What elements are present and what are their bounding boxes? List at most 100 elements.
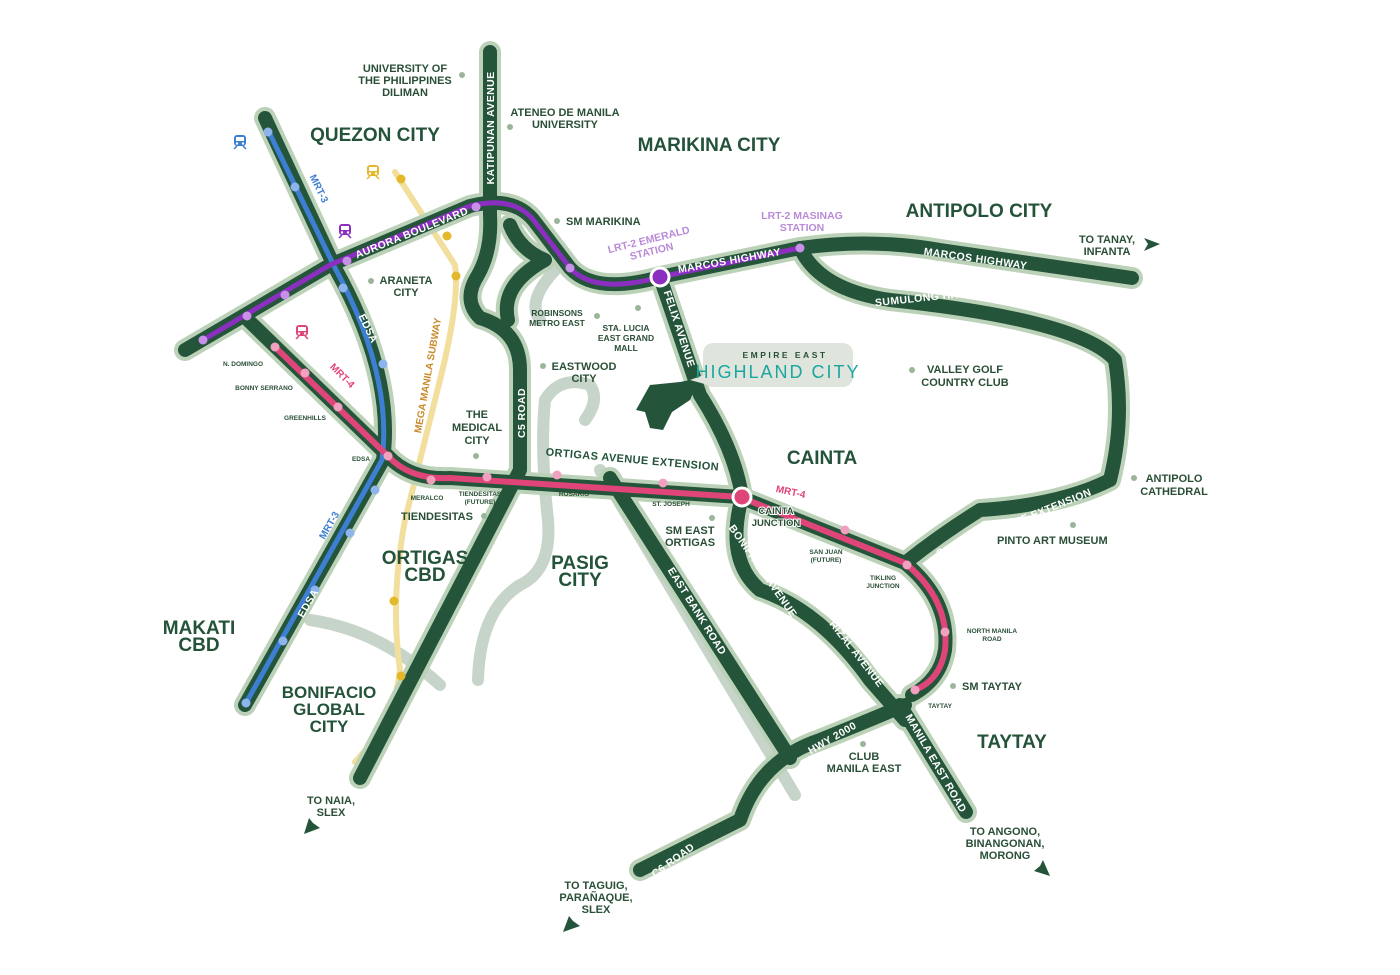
svg-text:AURORA BOULEVARD: AURORA BOULEVARD (354, 205, 470, 261)
direction-labels: TO TANAY,INFANTA TO NAIA,SLEX TO ANGONO,… (304, 234, 1160, 932)
lrt2-station-dot (795, 243, 805, 253)
highland-city-site (636, 378, 700, 430)
svg-text:ST. JOSEPH: ST. JOSEPH (652, 501, 690, 508)
svg-text:EAST BANK ROAD: EAST BANK ROAD (665, 566, 729, 658)
subway-station-dot (389, 596, 399, 606)
mrt4-station-dot (426, 475, 436, 485)
svg-text:EDSA: EDSA (352, 456, 370, 463)
mrt4-station-dot (300, 368, 310, 378)
lrt2-station-dot (342, 256, 352, 266)
logo-top-text: EMPIRE EAST (742, 350, 827, 360)
svg-text:TO TAGUIG,PARAÑAQUE,SLEX: TO TAGUIG,PARAÑAQUE,SLEX (559, 880, 632, 916)
lrt2-station-dot (198, 335, 208, 345)
mrt4-station-dot (333, 402, 343, 412)
landmark-pinto: PINTO ART MUSEUM (997, 535, 1108, 547)
city-taytay: TAYTAY (977, 732, 1047, 753)
mrt4-station-dot (940, 627, 950, 637)
arrow-down-left-icon (304, 818, 320, 834)
manila-east-road (893, 698, 973, 819)
hwy2000-c6-road (633, 698, 912, 877)
mrt4-station-dot (482, 472, 492, 482)
mrt3-station-dot (278, 636, 288, 646)
mrt3-station-dot (241, 698, 251, 708)
svg-text:MRT-4: MRT-4 (775, 484, 807, 501)
cainta-junction-marker (731, 486, 753, 508)
subway-station-dot (396, 174, 406, 184)
train-icon (338, 224, 352, 239)
svg-text:TO ANGONO,BINANGONAN,MORONG: TO ANGONO,BINANGONAN,MORONG (966, 826, 1045, 862)
svg-text:GREENHILLS: GREENHILLS (284, 415, 327, 422)
mrt4-station-dot (658, 478, 668, 488)
katipunan-c5-road (353, 45, 527, 785)
subway-station-dot (442, 231, 452, 241)
svg-text:KATIPUNAN AVENUE: KATIPUNAN AVENUE (485, 72, 497, 185)
mrt3-station-dot (310, 585, 320, 595)
svg-text:N. DOMINGO: N. DOMINGO (223, 361, 263, 368)
lrt2-station-dot (565, 263, 575, 273)
station-lrt2-emerald: LRT-2 EMERALDSTATION (607, 224, 695, 268)
mrt4-station-dot (902, 560, 912, 570)
arrow-right-icon (1144, 238, 1160, 251)
svg-text:C5 ROAD: C5 ROAD (516, 388, 528, 438)
lrt2-station-dot (280, 290, 290, 300)
city-labels: QUEZON CITY MARIKINA CITY ANTIPOLO CITY … (163, 125, 1053, 753)
emerald-junction-marker (649, 266, 671, 288)
svg-text:MERALCO: MERALCO (411, 495, 444, 502)
mrt4-station-dot (552, 470, 562, 480)
city-quezon: QUEZON CITY (310, 125, 440, 146)
mrt4-station-dot (910, 685, 920, 695)
train-icons (233, 135, 380, 340)
mrt3-station-dot (263, 127, 273, 137)
east-bank-road (603, 471, 797, 765)
mrt4-station-dot (383, 451, 393, 461)
svg-text:ROSARIO: ROSARIO (559, 491, 589, 498)
subway-station-dot (396, 671, 406, 681)
svg-text:TO TANAY,INFANTA: TO TANAY,INFANTA (1079, 234, 1135, 258)
logo-name-text: HIGHLAND CITY (695, 362, 860, 382)
landmark-dots (368, 72, 1137, 747)
svg-text:MANILA EAST ROAD: MANILA EAST ROAD (903, 712, 969, 815)
train-icon (233, 135, 247, 150)
train-icon (295, 325, 309, 340)
highland-city-logo[interactable]: EMPIRE EAST HIGHLAND CITY (695, 343, 860, 387)
mrt3-station-dot (370, 485, 380, 495)
landmark-sm-taytay: SM TAYTAY (962, 681, 1023, 693)
mrt3-station-dot (378, 359, 388, 369)
city-marikina: MARIKINA CITY (638, 135, 781, 156)
svg-text:TAYTAY: TAYTAY (928, 703, 953, 710)
sumulong-ortigas-ext-road (793, 241, 1126, 570)
mrt4-station-dot (840, 525, 850, 535)
svg-text:SAN JUAN(FUTURE): SAN JUAN(FUTURE) (809, 549, 843, 564)
felix-bonifacio-road (653, 270, 912, 727)
landmark-tiendesitas: TIENDESITAS (401, 511, 473, 523)
arrow-down-left-icon (563, 916, 580, 932)
mrt3-station-dot (290, 182, 300, 192)
lrt2-station-dot (471, 202, 481, 212)
mrt4-line (272, 344, 949, 693)
city-cainta: CAINTA (787, 448, 858, 469)
train-icon (366, 165, 380, 180)
city-antipolo: ANTIPOLO CITY (906, 201, 1053, 222)
svg-text:TO NAIA,SLEX: TO NAIA,SLEX (307, 795, 355, 819)
svg-text:TIENDESITAS(FUTURE): TIENDESITAS(FUTURE) (459, 491, 502, 506)
landmark-sm-marikina: SM MARIKINA (566, 216, 641, 228)
